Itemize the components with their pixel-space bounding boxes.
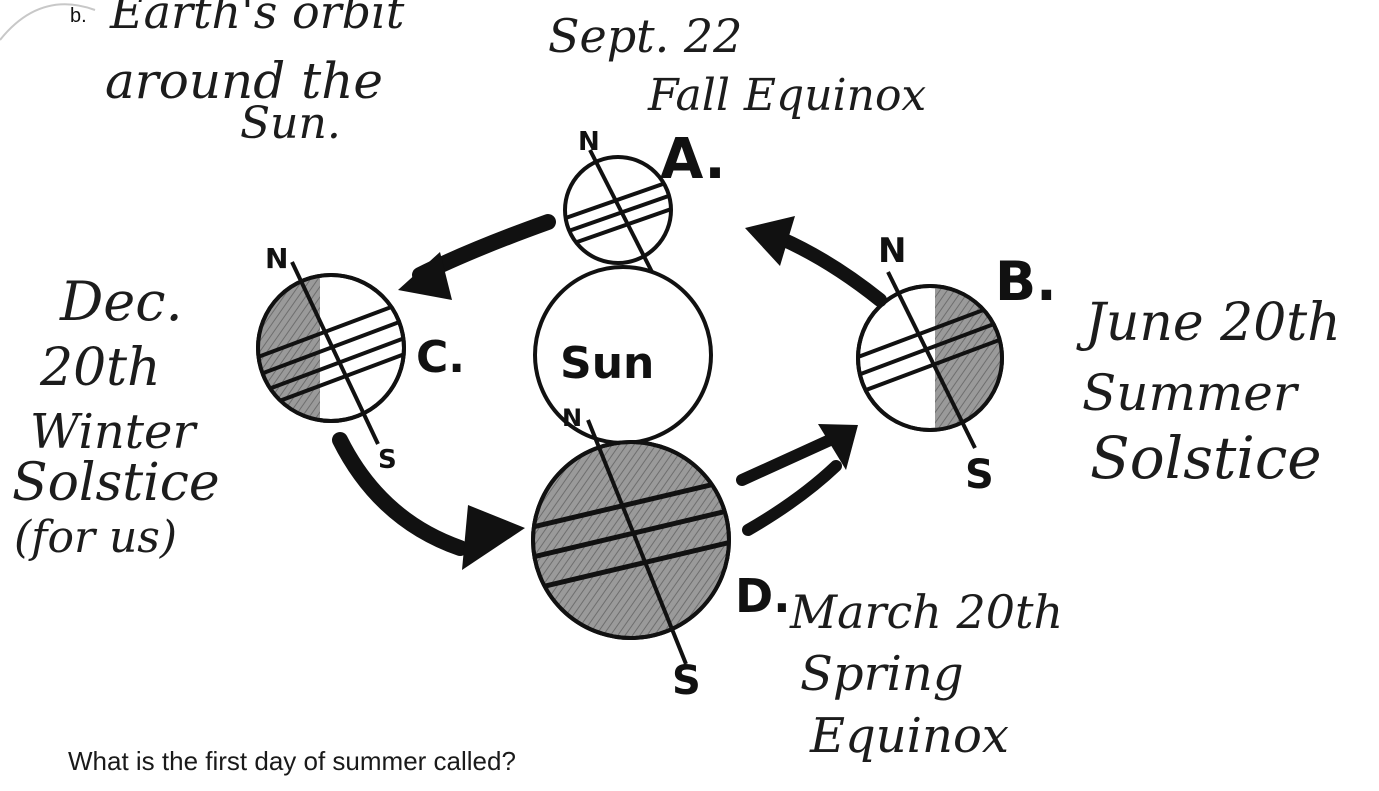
south-d: S [672,658,701,704]
title-line-1: Earth's orbit [109,0,405,39]
arrow-d-to-b [742,424,858,530]
item-letter: b. [70,5,87,27]
letter-a: A. [660,127,726,192]
earth-c [250,262,410,444]
season-b-line-2: Solstice [1090,424,1322,492]
season-c-line-1: Winter [30,404,198,460]
earth-d [520,420,740,664]
question-text: What is the first day of summer called? [68,746,516,777]
arrow-a-to-c [398,222,548,300]
season-c-line-2: Solstice [12,453,220,513]
arrow-c-to-d [340,440,525,570]
season-d-line-1: Spring [800,646,964,702]
season-b-line-1: Summer [1082,364,1300,422]
north-a: N [578,127,600,157]
letter-c: C. [416,332,465,383]
date-a: Sept. 22 [548,9,742,63]
season-c-line-3: (for us) [14,512,177,563]
date-c-line-1: Dec. [59,270,183,333]
south-c: S [378,445,397,475]
season-a: Fall Equinox [647,70,926,121]
date-b: June 20th [1076,293,1341,353]
date-d: March 20th [789,585,1063,639]
north-c: N [265,242,288,275]
season-d-line-2: Equinox [809,708,1009,764]
letter-b: B. [995,250,1057,313]
sun-label: Sun [560,338,654,389]
date-c-line-2: 20th [39,338,161,398]
south-b: S [965,452,994,498]
arrow-b-to-a [745,216,880,300]
north-d: N [562,404,582,432]
letter-d: D. [735,569,791,623]
north-b: N [878,231,906,271]
title-line-3: Sun. [240,98,341,149]
